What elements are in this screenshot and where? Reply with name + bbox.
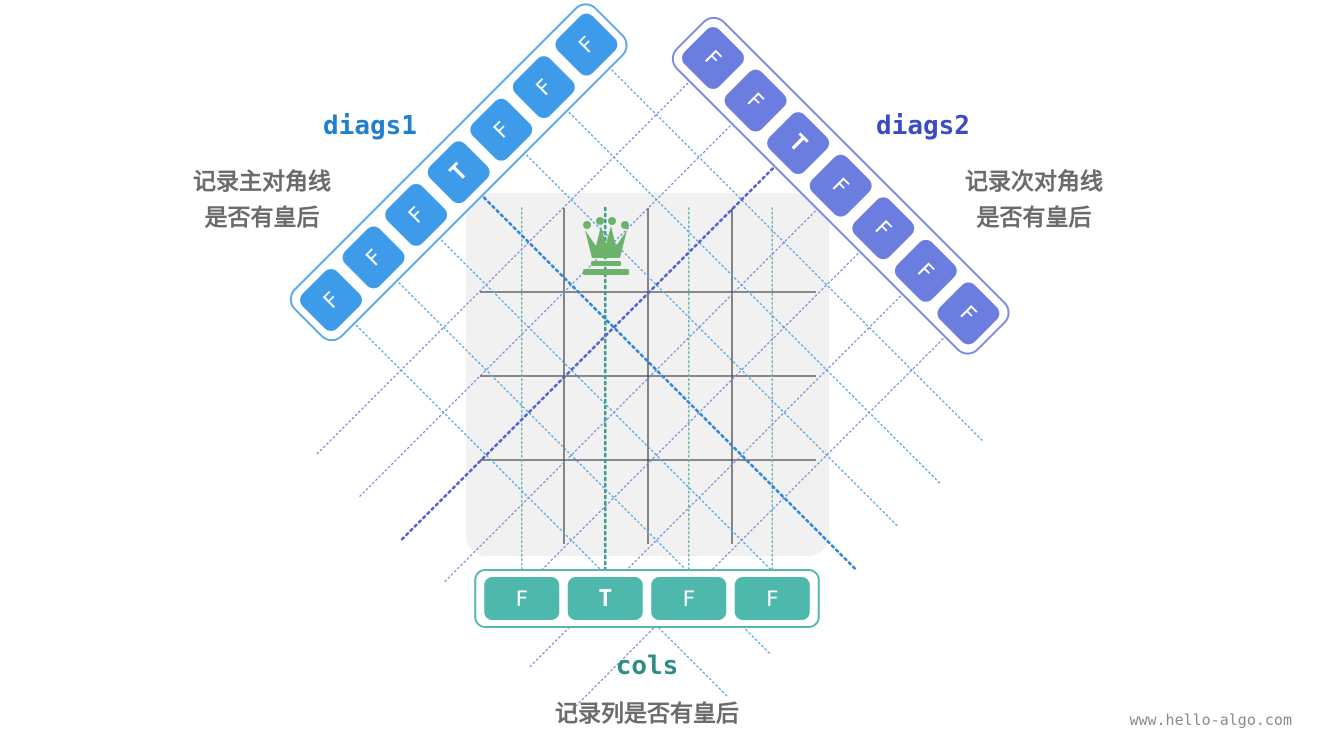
diag-cell: F (682, 27, 744, 89)
queen-crown (585, 226, 627, 258)
diag-cell-rect (427, 141, 490, 204)
queen-icon (583, 217, 629, 275)
diag-projection-line (486, 227, 884, 625)
diag-cell-rect (809, 154, 872, 217)
cols-caption: 记录列是否有皇后 (555, 700, 739, 727)
queen-crown-point (596, 217, 604, 225)
cols-cell (734, 577, 810, 620)
queen-crown-point (608, 217, 616, 225)
diags1-caption-line1: 记录主对角线 (193, 168, 331, 195)
diag-cell-rect (852, 197, 915, 260)
diag-cell: T (767, 112, 830, 175)
diag-cell: F (937, 282, 1000, 345)
cols-cell-value: F (515, 587, 528, 611)
diag-cell-rect (682, 27, 744, 89)
diag-projection-line (500, 129, 898, 527)
diag-projection-line (529, 270, 927, 668)
cols-cell-value: F (766, 587, 779, 611)
diag-cell-rect (724, 69, 787, 132)
diag-cell-rect (300, 269, 362, 331)
cols-cell-value: T (598, 586, 612, 612)
diag-projection-line (372, 256, 771, 655)
cols-title: cols (616, 651, 679, 681)
chess-board (466, 193, 829, 556)
cols-cell (651, 577, 727, 620)
queen-base (583, 269, 629, 275)
diag-cell-rect (342, 226, 405, 289)
diag-cell: T (427, 141, 490, 204)
diags2-caption-line1: 记录次对角线 (965, 168, 1103, 195)
queen-crown-point (583, 221, 591, 229)
queen-shape (583, 217, 629, 275)
diag-cell: F (852, 197, 915, 260)
diag-cell-rect (894, 239, 957, 302)
diag-projection-line (358, 99, 757, 498)
diag-cell-rect (555, 13, 618, 76)
diag-projection-line (444, 185, 842, 583)
diags1-caption-line2: 是否有皇后 (205, 204, 320, 231)
diag-cell: F (385, 183, 448, 246)
diag-projection-line (316, 57, 714, 455)
cols-cell-value: F (682, 587, 695, 611)
cols-cell (567, 577, 643, 620)
diag-cell: F (724, 69, 787, 132)
diag-cell-rect (470, 98, 533, 161)
diag-cell: F (342, 226, 405, 289)
diag-projection-line (585, 43, 984, 442)
diag-cell: F (300, 269, 362, 331)
diags2-title: diags2 (876, 111, 970, 141)
queen-crown-point (621, 221, 629, 229)
queen-band (591, 261, 621, 266)
diag-cell: F (555, 13, 618, 76)
diag-cell: F (512, 56, 575, 119)
diag-cell-rect (767, 112, 830, 175)
diag-cell-rect (512, 56, 575, 119)
diag-cell-rect (937, 282, 1000, 345)
diags2-caption-line2: 是否有皇后 (977, 204, 1092, 231)
diag-cell: F (809, 154, 872, 217)
diag-cell: F (470, 98, 533, 161)
cols-array-frame (474, 569, 820, 628)
cols-cell (484, 577, 560, 620)
diag-cell: F (894, 239, 957, 302)
watermark: www.hello-algo.com (1129, 711, 1292, 729)
diag-cell-rect (385, 183, 448, 246)
diag-projection-line (571, 312, 970, 711)
diags1-title: diags1 (323, 111, 417, 141)
